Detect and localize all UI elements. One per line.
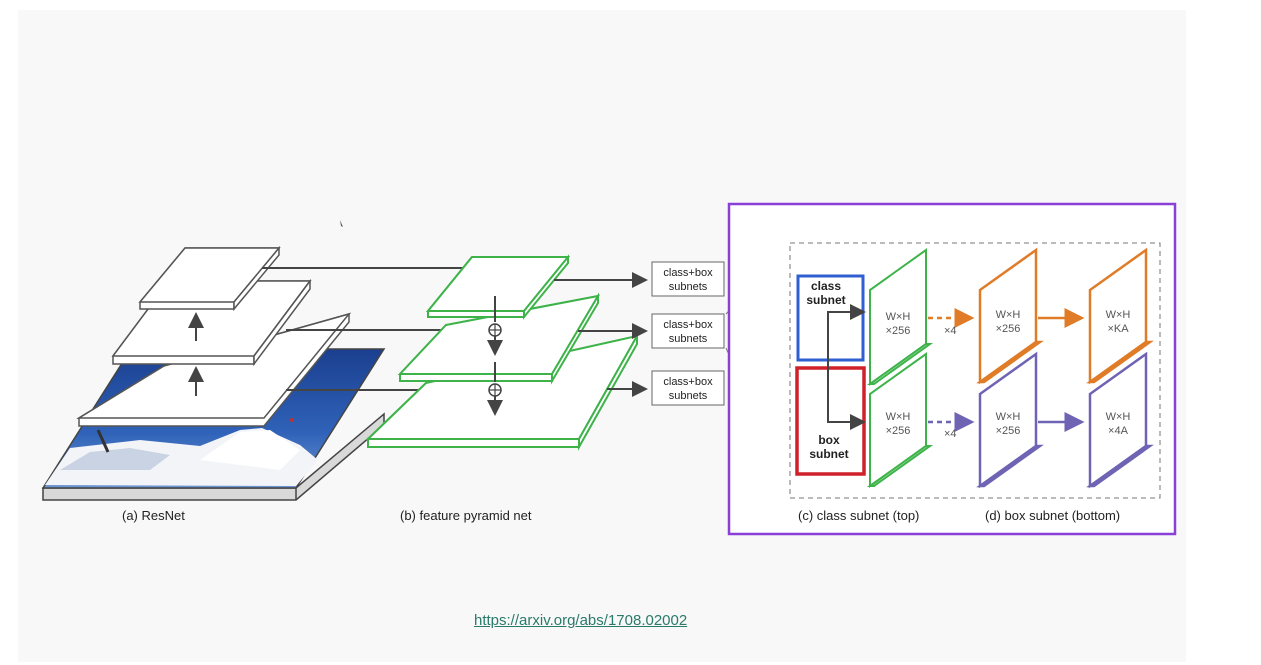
svg-text:subnet: subnet: [809, 447, 848, 461]
svg-text:×256: ×256: [886, 425, 911, 437]
svg-text:×4A: ×4A: [1108, 425, 1129, 437]
box-layer-mid: W×H ×256: [976, 351, 1044, 489]
subnet-output-box-1: class+box subnets: [651, 261, 725, 297]
svg-text:subnets: subnets: [669, 390, 708, 402]
fpn-output-arrows: [554, 272, 648, 397]
mouse-cursor-icon: [340, 220, 343, 227]
svg-text:class+box: class+box: [663, 319, 713, 331]
subnet-dashed-region: [789, 242, 1161, 499]
svg-text:subnets: subnets: [669, 281, 708, 293]
svg-text:×256: ×256: [996, 323, 1021, 335]
svg-text:×256: ×256: [886, 325, 911, 337]
svg-text:W×H: W×H: [996, 309, 1021, 321]
svg-text:W×H: W×H: [996, 411, 1021, 423]
svg-text:class: class: [811, 279, 841, 293]
box-subnet-caption: (d) box subnet (bottom): [985, 508, 1120, 523]
class-subnet-box: class subnet: [796, 274, 865, 362]
box-repeat-label: ×4: [944, 428, 957, 440]
box-layer-first: W×H ×256: [866, 352, 934, 488]
svg-text:×KA: ×KA: [1107, 323, 1129, 335]
svg-text:subnet: subnet: [806, 293, 845, 307]
svg-text:W×H: W×H: [886, 311, 911, 323]
subnet-output-box-2: class+box subnets: [651, 313, 725, 349]
svg-text:box: box: [818, 433, 840, 447]
svg-text:W×H: W×H: [1106, 309, 1131, 321]
resnet-stack: (a) ResNet: [41, 245, 386, 523]
fpn-stack: (b) feature pyramid net: [365, 254, 639, 523]
fpn-caption: (b) feature pyramid net: [400, 508, 532, 523]
svg-text:W×H: W×H: [886, 411, 911, 423]
class-layer-mid: W×H ×256: [976, 247, 1044, 385]
reference-link[interactable]: https://arxiv.org/abs/1708.02002: [474, 612, 688, 629]
svg-text:class+box: class+box: [663, 267, 713, 279]
svg-text:W×H: W×H: [1106, 411, 1131, 423]
svg-text:subnets: subnets: [669, 333, 708, 345]
box-layer-out: W×H ×4A: [1086, 351, 1154, 489]
resnet-caption: (a) ResNet: [122, 508, 185, 523]
subnet-output-box-3: class+box subnets: [651, 370, 725, 406]
class-layer-out: W×H ×KA: [1086, 247, 1154, 385]
svg-text:×256: ×256: [996, 425, 1021, 437]
class-repeat-label: ×4: [944, 325, 957, 337]
svg-text:class+box: class+box: [663, 376, 713, 388]
class-layer-first: W×H ×256: [866, 248, 934, 386]
class-subnet-caption: (c) class subnet (top): [798, 508, 919, 523]
subnet-input-arrows: [827, 304, 866, 430]
